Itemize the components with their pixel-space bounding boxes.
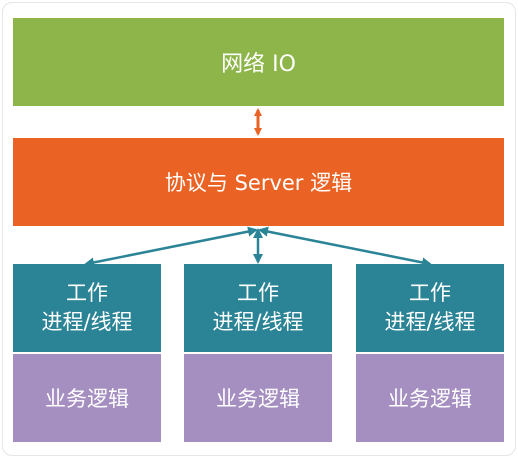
worker-box-2: 工作 进程/线程 [184,264,332,352]
business-logic-label: 业务逻辑 [216,387,300,411]
business-logic-box-1: 业务逻辑 [13,354,161,442]
worker-label-line1: 工作 [66,281,108,306]
protocol-server-box: 协议与 Server 逻辑 [13,138,504,226]
worker-label-line2: 进程/线程 [384,310,476,334]
worker-label-line2: 进程/线程 [212,310,304,334]
business-logic-label: 业务逻辑 [45,387,129,411]
worker-box-1: 工作 进程/线程 [13,264,161,352]
worker-label-line2: 进程/线程 [41,310,133,334]
protocol-server-label: 协议与 Server 逻辑 [164,171,353,195]
business-logic-label: 业务逻辑 [388,387,472,411]
business-logic-box-3: 业务逻辑 [356,354,504,442]
worker-box-3: 工作 进程/线程 [356,264,504,352]
network-io-box: 网络 IO [13,18,504,106]
business-logic-box-2: 业务逻辑 [184,354,332,442]
worker-label-line1: 工作 [237,281,279,306]
worker-label-line1: 工作 [409,281,451,306]
network-io-label: 网络 IO [221,52,296,77]
